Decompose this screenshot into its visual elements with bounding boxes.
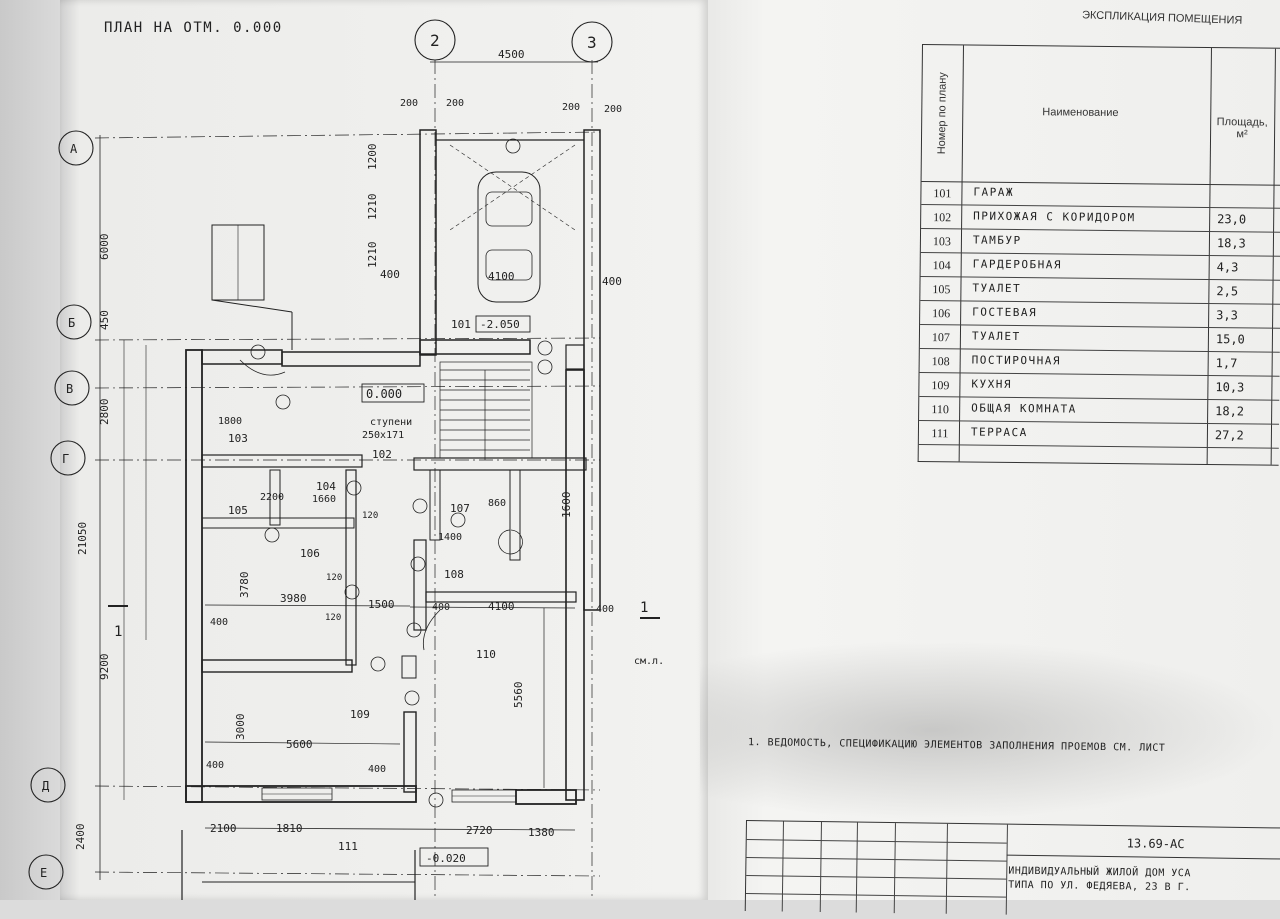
dim-400-garage: 400: [380, 268, 400, 281]
dim-1600: 1600: [560, 492, 573, 519]
floor-plan-drawing: ПЛАН НА ОТМ. 0.000 2 3 А Б В Г Д Е 4500 …: [28, 19, 664, 900]
dim-1660: 1660: [312, 494, 336, 505]
level-garage: -2.050: [480, 318, 520, 331]
level-floor: 0.000: [366, 387, 402, 401]
dim-1400: 1400: [438, 532, 462, 543]
header-name: Наименование: [1042, 106, 1119, 120]
dim-1200: 1200: [366, 144, 379, 171]
explication-table: Номер по плану Наименование Площадь, м² …: [917, 44, 1280, 466]
dim-left-2800: 2800: [98, 399, 111, 426]
room-109: 109: [350, 708, 370, 721]
dim-860: 860: [488, 498, 506, 509]
dim-120-c: 120: [362, 511, 378, 521]
dim-left-2400: 2400: [74, 824, 87, 851]
dim-400-kitchen: 400: [368, 764, 386, 775]
dim-3980: 3980: [280, 592, 307, 605]
dim-400-garage-right: 400: [602, 275, 622, 288]
axis-label-e: Е: [40, 866, 47, 880]
section-sheet-ref: см.л.: [634, 656, 664, 667]
level-terrace: -0.020: [426, 852, 466, 865]
dim-left-21050: 21050: [76, 522, 89, 555]
dim-1210-top: 1210: [366, 194, 379, 221]
axis-label-v: В: [66, 382, 73, 396]
drawing-code: 13.69-АС: [1126, 836, 1185, 852]
dim-1500: 1500: [368, 598, 395, 611]
dim-400-right: 400: [596, 604, 614, 615]
dim-400-left: 400: [210, 617, 228, 628]
stairs-label: ступени: [370, 417, 412, 428]
dim-2200: 2200: [260, 492, 284, 503]
dim-2100: 2100: [210, 822, 237, 835]
title-block: 13.69-АС ИНДИВИДУАЛЬНЫЙ ЖИЛОЙ ДОМ УСА ТИ…: [744, 820, 1280, 919]
explication-sheet: [708, 0, 1280, 900]
page-edge: [0, 0, 60, 900]
dim-left-9200: 9200: [98, 654, 111, 681]
room-105: 105: [228, 504, 248, 517]
room-103: 103: [228, 432, 248, 445]
stairs-size: 250х171: [362, 430, 404, 441]
axis-label-a: А: [70, 142, 78, 156]
section-mark-right: 1: [640, 600, 648, 616]
axis-label-g: Г: [62, 452, 69, 466]
dim-400-mid: 400: [432, 602, 450, 613]
axis-label-3: 3: [587, 33, 597, 52]
dim-4100-mid: 4100: [488, 600, 515, 613]
header-area: Площадь, м²: [1216, 116, 1268, 141]
room-111: 111: [338, 840, 358, 853]
project-description: ИНДИВИДУАЛЬНЫЙ ЖИЛОЙ ДОМ УСА ТИПА ПО УЛ.…: [1008, 865, 1191, 894]
axis-label-b: Б: [68, 316, 75, 330]
dim-left-6000: 6000: [98, 234, 111, 261]
dim-1380: 1380: [528, 826, 555, 839]
dim-200-top-right-a: 200: [562, 102, 580, 113]
dim-200-top-right-b: 200: [604, 104, 622, 115]
table-header: Номер по плану Наименование Площадь, м²: [921, 45, 1280, 186]
dim-4100-garage: 4100: [488, 270, 515, 283]
plan-title: ПЛАН НА ОТМ. 0.000: [104, 20, 283, 36]
room-102: 102: [372, 448, 392, 461]
dim-450: 450: [98, 310, 111, 330]
room-110: 110: [476, 648, 496, 661]
axis-label-d: Д: [42, 779, 50, 793]
axis-label-2: 2: [430, 31, 440, 50]
dim-3000: 3000: [234, 714, 247, 741]
dim-1210-bottom: 1210: [366, 242, 379, 269]
room-107: 107: [450, 502, 470, 515]
dim-1800: 1800: [218, 416, 242, 427]
dim-2720: 2720: [466, 824, 493, 837]
header-number: Номер по плану: [935, 72, 949, 155]
dim-1810: 1810: [276, 822, 303, 835]
room-104: 104: [316, 480, 336, 493]
dim-120-a: 120: [326, 573, 342, 583]
dim-5560: 5560: [512, 682, 525, 709]
dim-3780: 3780: [238, 572, 251, 599]
section-mark-left: 1: [114, 624, 122, 640]
room-101: 101: [451, 318, 471, 331]
dim-5600: 5600: [286, 738, 313, 751]
dim-200-top-left: 200: [400, 98, 418, 109]
dim-top-4500: 4500: [498, 48, 525, 61]
room-106: 106: [300, 547, 320, 560]
room-108: 108: [444, 568, 464, 581]
dim-200-top-mid: 200: [446, 98, 464, 109]
dim-120-b: 120: [325, 613, 341, 623]
dim-400-bottom-left: 400: [206, 760, 224, 771]
